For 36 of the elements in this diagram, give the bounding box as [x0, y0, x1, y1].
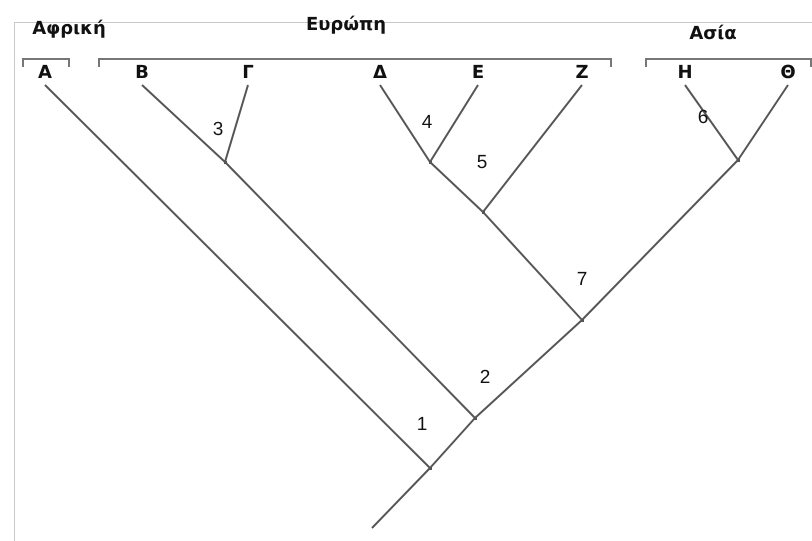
taxon-label: Β	[135, 63, 149, 83]
branch-point	[736, 158, 740, 162]
node-number: 7	[576, 269, 588, 291]
taxon-label: Δ	[373, 63, 387, 83]
branch-line	[141, 84, 226, 163]
branch-line	[482, 211, 583, 321]
branch-line	[482, 84, 583, 213]
branch-line	[429, 417, 476, 469]
branch-line	[371, 467, 431, 529]
node-number: 1	[416, 414, 428, 436]
branch-point	[428, 466, 432, 470]
taxon-label: Θ	[780, 63, 796, 83]
node-number: 6	[698, 107, 708, 129]
branch-line	[737, 84, 789, 161]
branch-line	[224, 84, 249, 162]
taxon-label: Ε	[472, 63, 484, 83]
taxon-label: Ζ	[575, 63, 589, 83]
branch-line	[379, 84, 431, 163]
branch-line	[474, 319, 583, 419]
taxon-label: Η	[677, 63, 693, 83]
region-heading: Ασία	[689, 23, 737, 45]
node-number: 3	[212, 119, 224, 141]
branch-line	[224, 161, 476, 419]
region-heading: Ευρώπη	[306, 14, 386, 36]
node-number: 5	[476, 152, 488, 174]
taxon-label: Α	[38, 63, 52, 83]
branch-line	[581, 159, 739, 321]
branch-line	[44, 84, 431, 469]
node-number: 4	[422, 112, 432, 134]
taxon-label: Γ	[242, 63, 254, 83]
branch-line	[429, 161, 484, 213]
node-number: 2	[480, 367, 490, 389]
branch-point	[580, 318, 584, 322]
region-heading: Αφρική	[32, 18, 106, 40]
branch-line	[684, 84, 739, 161]
branch-line	[429, 84, 479, 163]
